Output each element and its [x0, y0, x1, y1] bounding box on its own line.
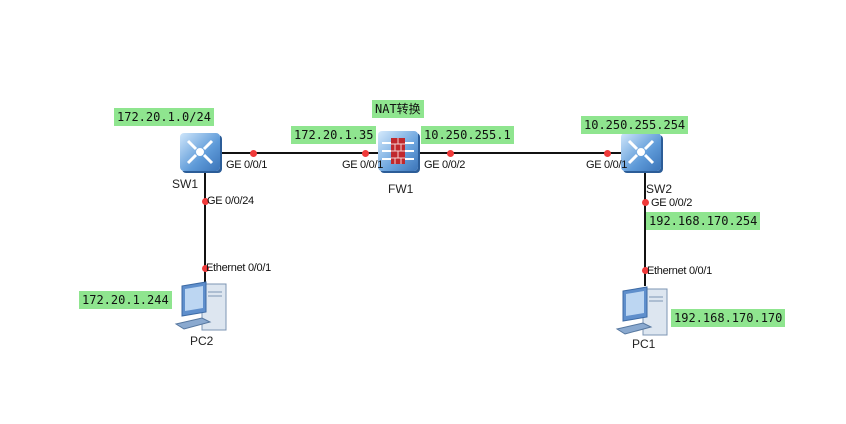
firewall-fw1-icon[interactable]	[378, 131, 418, 171]
pc-pc1-icon[interactable]	[615, 285, 671, 337]
port-label: Ethernet 0/0/1	[647, 265, 712, 277]
ip-label-sw2-uplink: 10.250.255.254	[581, 116, 689, 134]
ip-label-pc2: 172.20.1.244	[79, 291, 172, 309]
link-sw1-fw1[interactable]	[222, 152, 380, 154]
ip-label-sw1-network: 172.20.1.0/24	[114, 108, 214, 126]
device-name-sw2: SW2	[646, 182, 673, 196]
port-label: GE 0/0/1	[226, 159, 268, 171]
port-dot	[201, 197, 209, 205]
port-dot	[603, 149, 611, 157]
device-name-sw1: SW1	[172, 177, 199, 191]
port-dot	[446, 149, 454, 157]
ip-label-fw1-outside: 10.250.255.1	[421, 126, 514, 144]
ip-label-sw2-vlan: 192.168.170.254	[646, 212, 761, 230]
port-label: GE 0/0/1	[586, 159, 628, 171]
link-sw1-pc2[interactable]	[204, 172, 206, 282]
device-name-fw1: FW1	[388, 182, 414, 196]
port-dot	[249, 149, 257, 157]
port-label: GE 0/0/2	[424, 159, 466, 171]
link-sw2-pc1[interactable]	[644, 172, 646, 286]
port-dot	[201, 264, 209, 272]
switch-sw2-icon[interactable]	[621, 133, 661, 171]
port-dot	[361, 149, 369, 157]
port-label: Ethernet 0/0/1	[206, 262, 271, 274]
ip-label-fw1-inside: 172.20.1.35	[291, 126, 377, 144]
port-dot	[641, 266, 649, 274]
port-label: GE 0/0/2	[651, 197, 693, 209]
port-dot	[641, 198, 649, 206]
device-name-pc2: PC2	[190, 334, 214, 348]
switch-sw1-icon[interactable]	[180, 133, 220, 171]
pc-pc2-icon[interactable]	[174, 280, 230, 332]
device-name-pc1: PC1	[632, 337, 656, 351]
nat-title-label: NAT转换	[372, 100, 424, 118]
ip-label-pc1: 192.168.170.170	[671, 309, 786, 327]
port-label: GE 0/0/24	[207, 195, 254, 207]
link-fw1-sw2[interactable]	[420, 152, 622, 154]
port-label: GE 0/0/1	[342, 159, 384, 171]
